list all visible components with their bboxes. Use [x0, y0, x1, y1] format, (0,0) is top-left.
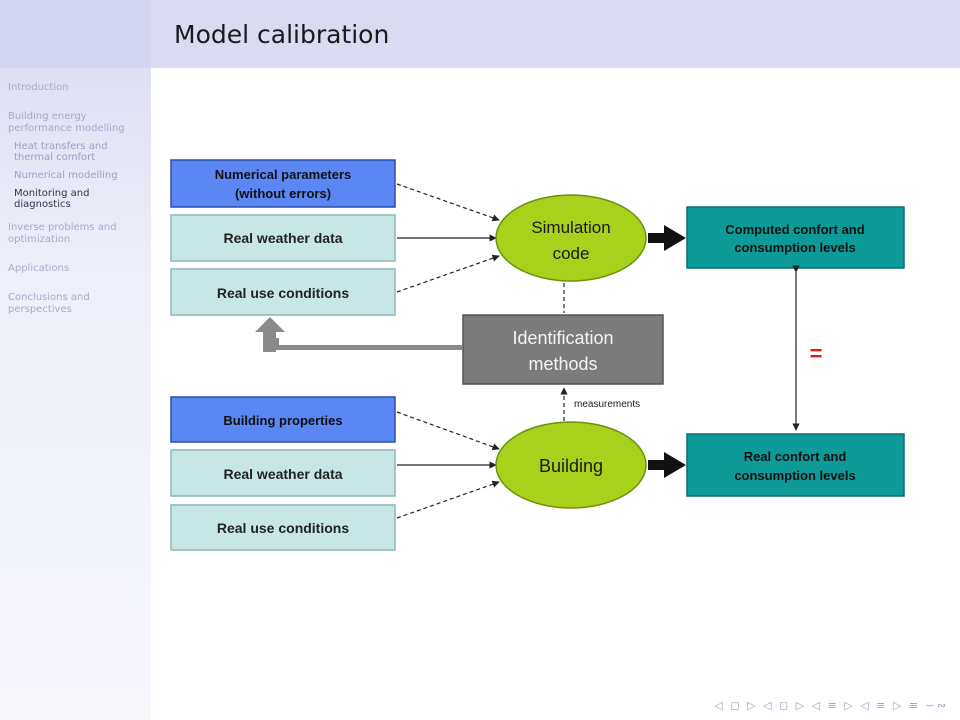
box-real-use-top: Real use conditions — [170, 268, 396, 316]
numerical-parameters-line1: Numerical parameters — [215, 167, 352, 182]
nav-item-building-energy[interactable]: Building energy performance modelling — [8, 111, 125, 134]
real-use-bottom-label: Real use conditions — [217, 520, 349, 536]
nav-sub-monitoring[interactable]: Monitoring and diagnostics — [14, 188, 90, 210]
identification-line2: methods — [528, 354, 597, 374]
real-weather-top-label: Real weather data — [223, 230, 342, 246]
real-weather-bottom-label: Real weather data — [223, 466, 342, 482]
box-building-properties: Building properties — [170, 396, 396, 443]
box-real-weather-bottom: Real weather data — [170, 449, 396, 497]
box-real-weather-top: Real weather data — [170, 214, 396, 262]
box-real-output: Real confort and consumption levels — [686, 433, 905, 497]
box-real-use-bottom: Real use conditions — [170, 504, 396, 551]
nav-item-conclusions[interactable]: Conclusions and perspectives — [8, 292, 90, 315]
real-output-line2: consumption levels — [734, 468, 855, 483]
real-output-line1: Real confort and — [744, 449, 847, 464]
computed-output-line2: consumption levels — [734, 240, 855, 255]
slide-title: Model calibration — [174, 20, 390, 49]
simulation-line1: Simulation — [531, 218, 610, 237]
nav-item-inverse-problems[interactable]: Inverse problems and optimization — [8, 222, 117, 245]
svg-text:Numerical parameters: Numerical parameters — [215, 167, 352, 182]
ellipse-building: Building — [495, 421, 647, 509]
arrow-properties-to-building — [396, 411, 500, 451]
building-label: Building — [539, 456, 603, 476]
arrow-use-to-simulation — [396, 254, 500, 293]
arrow-use-to-building — [396, 480, 500, 519]
computed-output-line1: Computed confort and — [725, 222, 864, 237]
identification-line1: Identification — [512, 328, 613, 348]
thick-arrow-building-output — [648, 452, 686, 478]
feedback-arrow — [255, 317, 462, 352]
sidebar-nav: Introduction Building energy performance… — [8, 82, 148, 333]
slide-header — [151, 0, 960, 68]
box-identification-methods: Identification methods — [462, 314, 664, 385]
sidebar-header — [0, 0, 151, 68]
slide-navigation-controls[interactable]: ◁ ◻ ▷ ◁ ◻ ▷ ◁ ≡ ▷ ◁ ≡ ▷ ≡ ∽∾ — [714, 699, 948, 712]
sidebar — [0, 0, 151, 720]
equals-sign: = — [810, 341, 823, 366]
building-properties-label: Building properties — [223, 413, 342, 428]
nav-item-applications[interactable]: Applications — [8, 263, 70, 274]
svg-text:(without errors): (without errors) — [235, 186, 331, 201]
real-use-top-label: Real use conditions — [217, 285, 349, 301]
box-computed-output: Computed confort and consumption levels — [686, 206, 905, 269]
thick-arrow-simulation-output — [648, 225, 686, 251]
nav-sub-numerical-modelling[interactable]: Numerical modelling — [14, 170, 118, 181]
numerical-parameters-line2: (without errors) — [235, 186, 331, 201]
nav-item-introduction[interactable]: Introduction — [8, 82, 69, 93]
nav-sub-heat-transfers[interactable]: Heat transfers and thermal comfort — [14, 141, 108, 163]
simulation-line2: code — [553, 244, 590, 263]
measurements-label: measurements — [574, 399, 640, 410]
arrow-numerical-to-simulation — [396, 183, 500, 222]
box-numerical-parameters: Numerical parameters (without errors) — [170, 159, 396, 208]
ellipse-simulation-code: Simulation code — [495, 194, 647, 282]
